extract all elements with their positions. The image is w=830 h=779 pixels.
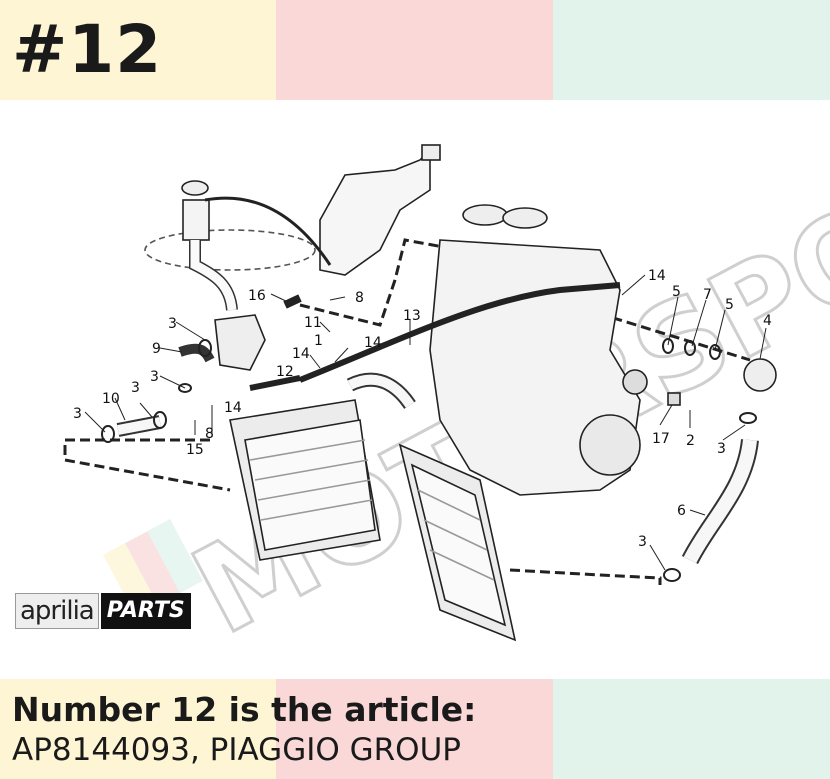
callout-14b: 14 xyxy=(292,346,310,362)
dashed-line-bottom xyxy=(509,568,662,585)
logo-brand: aprilia xyxy=(15,593,99,629)
callout-3a: 3 xyxy=(168,316,177,332)
callout-5b: 5 xyxy=(725,297,734,313)
clamps xyxy=(101,338,757,582)
water-pump-cover xyxy=(214,314,266,371)
footer-band-green xyxy=(553,679,830,779)
dashed-line-left-lower xyxy=(64,458,231,492)
exploded-parts-diagram: MOTORSPORTIA xyxy=(63,100,830,663)
callout-3e: 3 xyxy=(717,441,726,457)
hose-12 xyxy=(249,375,301,391)
callout-17: 17 xyxy=(652,431,670,447)
logo-parts-badge: PARTS xyxy=(100,593,191,629)
sensor-17 xyxy=(667,392,681,406)
left-radiator xyxy=(229,399,381,561)
callout-2: 2 xyxy=(686,433,695,449)
caption-heading: Number 12 is the article: xyxy=(12,690,477,729)
filler-cap xyxy=(181,180,209,196)
callout-12: 12 xyxy=(276,364,294,380)
callout-16: 16 xyxy=(248,288,266,304)
thermostat-cap xyxy=(743,358,777,392)
right-radiator xyxy=(398,443,517,642)
dashed-ellipse xyxy=(144,229,316,271)
hose-13 xyxy=(298,282,621,383)
clutch-cover xyxy=(579,414,641,476)
header-band-pink xyxy=(276,0,553,100)
callout-14d: 14 xyxy=(648,268,666,284)
callout-labels: 3 9 3 3 10 3 15 8 14 16 8 11 1 14 12 14 … xyxy=(73,268,772,550)
dashed-line-left xyxy=(63,438,210,455)
filler-neck xyxy=(182,199,210,241)
callout-14c: 14 xyxy=(364,335,382,351)
footer-band-pink xyxy=(276,679,553,779)
callout-15: 15 xyxy=(186,442,204,458)
engine-cylinder-2 xyxy=(502,207,548,229)
callout-14a: 14 xyxy=(224,400,242,416)
leader-lines xyxy=(84,274,767,571)
callout-8a: 8 xyxy=(355,290,364,306)
callout-1: 1 xyxy=(314,333,323,349)
engine-cylinder-1 xyxy=(462,204,508,226)
callout-8b: 8 xyxy=(205,426,214,442)
expansion-tank xyxy=(319,148,431,276)
hose-16 xyxy=(283,294,302,309)
pipe-9 xyxy=(178,343,215,363)
callout-4: 4 xyxy=(763,313,772,329)
callout-10: 10 xyxy=(102,391,120,407)
caption-article: AP8144093, PIAGGIO GROUP xyxy=(12,732,461,768)
page-title: #12 xyxy=(12,11,163,88)
dashed-line-upper xyxy=(299,238,461,327)
footer-band-yellow xyxy=(0,679,276,779)
callout-13: 13 xyxy=(403,308,421,324)
header-band-green xyxy=(553,0,830,100)
header-band-yellow xyxy=(0,0,276,100)
footer-band xyxy=(0,679,830,779)
callout-6: 6 xyxy=(677,503,686,519)
callout-11: 11 xyxy=(304,315,322,331)
callout-3c: 3 xyxy=(73,406,82,422)
callout-7: 7 xyxy=(703,287,712,303)
tank-cap xyxy=(421,144,441,161)
overflow-hose xyxy=(204,196,332,266)
callout-9: 9 xyxy=(152,341,161,357)
callout-3b: 3 xyxy=(150,369,159,385)
aprilia-parts-logo: aprilia PARTS xyxy=(15,592,191,630)
callout-3f: 3 xyxy=(638,534,647,550)
callout-3d: 3 xyxy=(131,380,140,396)
sprocket xyxy=(622,369,648,395)
header-band xyxy=(0,0,830,100)
callout-5a: 5 xyxy=(672,284,681,300)
